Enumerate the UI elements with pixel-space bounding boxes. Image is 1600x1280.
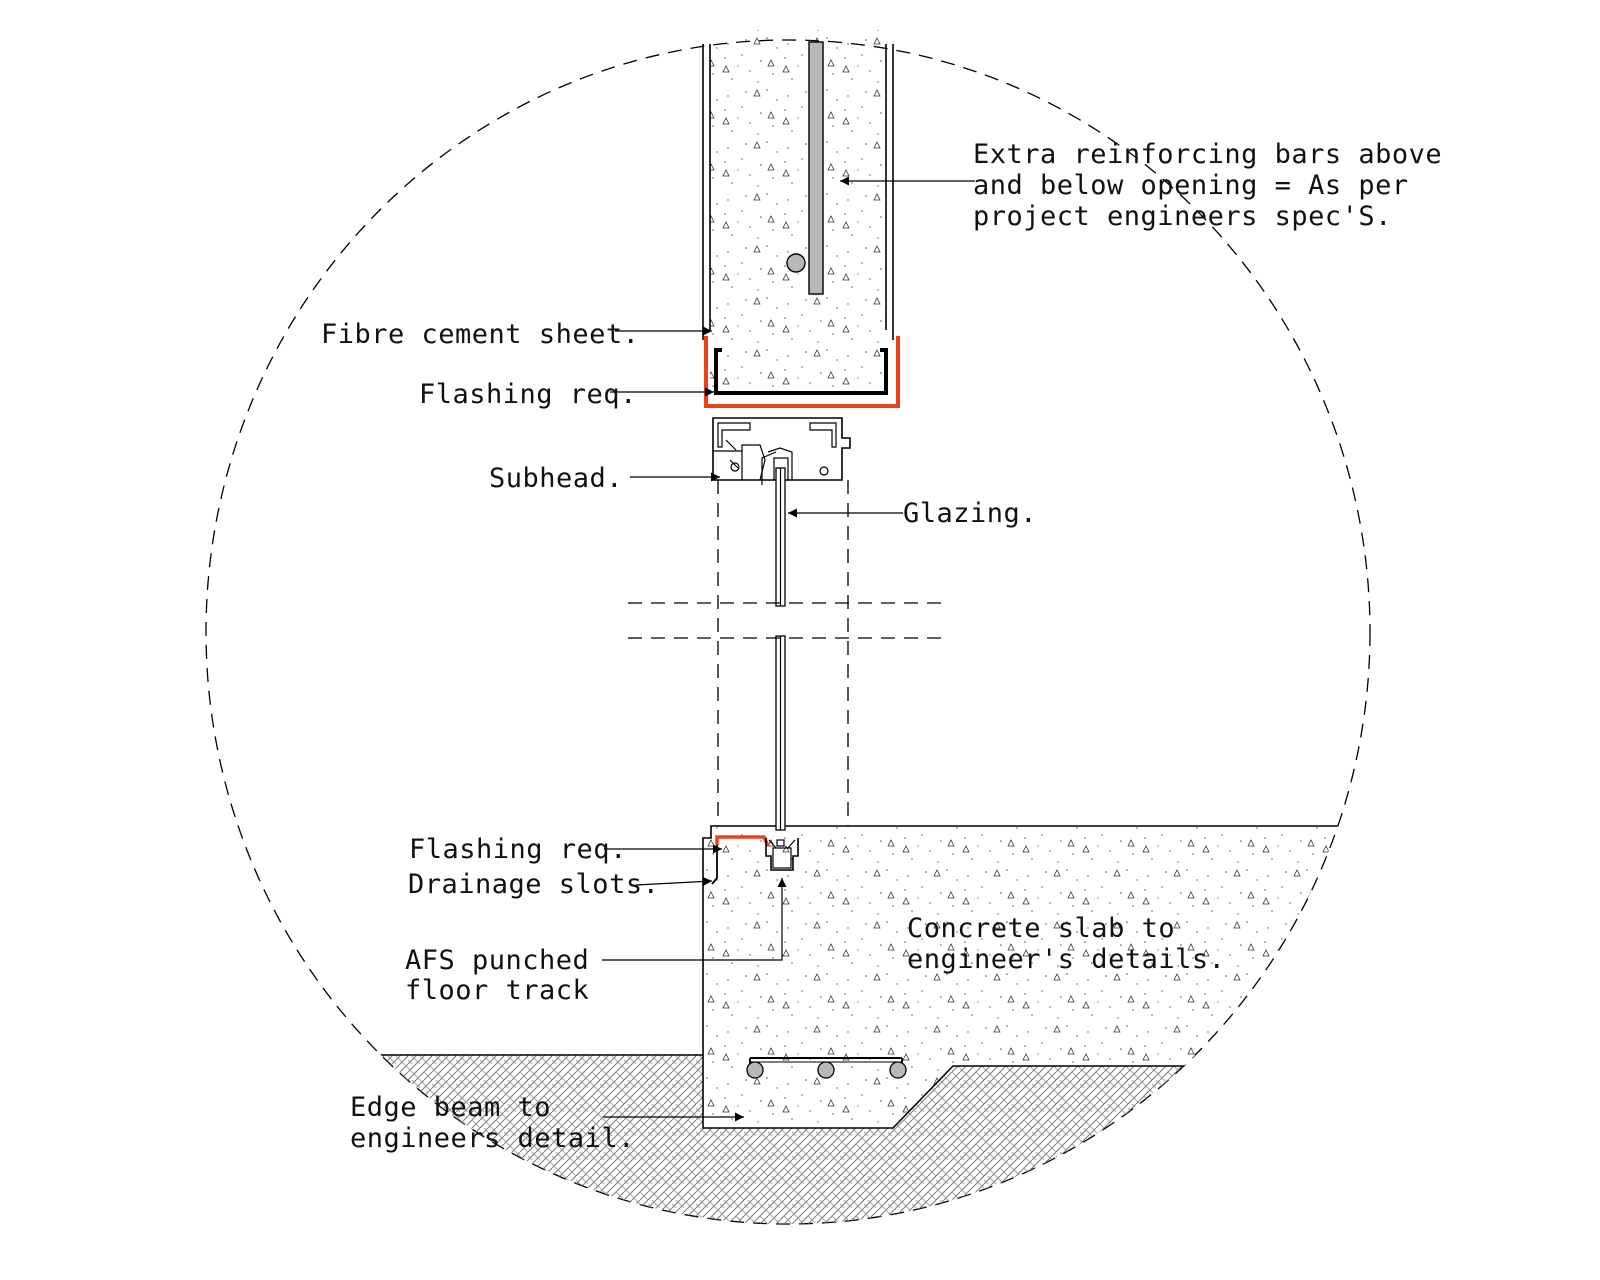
leader-lines <box>602 176 975 1122</box>
vertical-rebar <box>808 41 824 295</box>
label-reinforcing-line3: project engineers spec'S. <box>973 201 1392 232</box>
label-afs-line2: floor track <box>405 975 589 1006</box>
label-edge-beam-line1: Edge beam to <box>350 1092 551 1123</box>
afs-floor-track <box>765 838 799 871</box>
label-flashing-top: Flashing req. <box>419 379 637 410</box>
annotation-labels: Extra reinforcing bars above and below o… <box>321 139 1442 1154</box>
label-slab-line2: engineer's details. <box>907 944 1225 975</box>
flashing-top <box>704 336 900 408</box>
label-glazing: Glazing. <box>903 498 1037 529</box>
label-subhead: Subhead. <box>489 463 623 494</box>
label-reinforcing-line2: and below opening = As per <box>973 170 1409 201</box>
label-fibre-cement-sheet: Fibre cement sheet. <box>321 319 639 350</box>
label-drainage-slots: Drainage slots. <box>408 869 659 900</box>
label-slab-line1: Concrete slab to <box>907 913 1175 944</box>
slab-reinforcement <box>746 1057 907 1079</box>
head-channel <box>714 348 888 395</box>
label-flashing-bottom: Flashing req. <box>409 834 627 865</box>
label-afs-line1: AFS punched <box>405 945 589 976</box>
horizontal-rebar-section <box>786 253 806 273</box>
concrete-wall <box>710 30 886 390</box>
label-edge-beam-line2: engineers detail. <box>350 1123 635 1154</box>
label-reinforcing-line1: Extra reinforcing bars above <box>973 139 1442 170</box>
glazing-panel <box>775 467 786 831</box>
